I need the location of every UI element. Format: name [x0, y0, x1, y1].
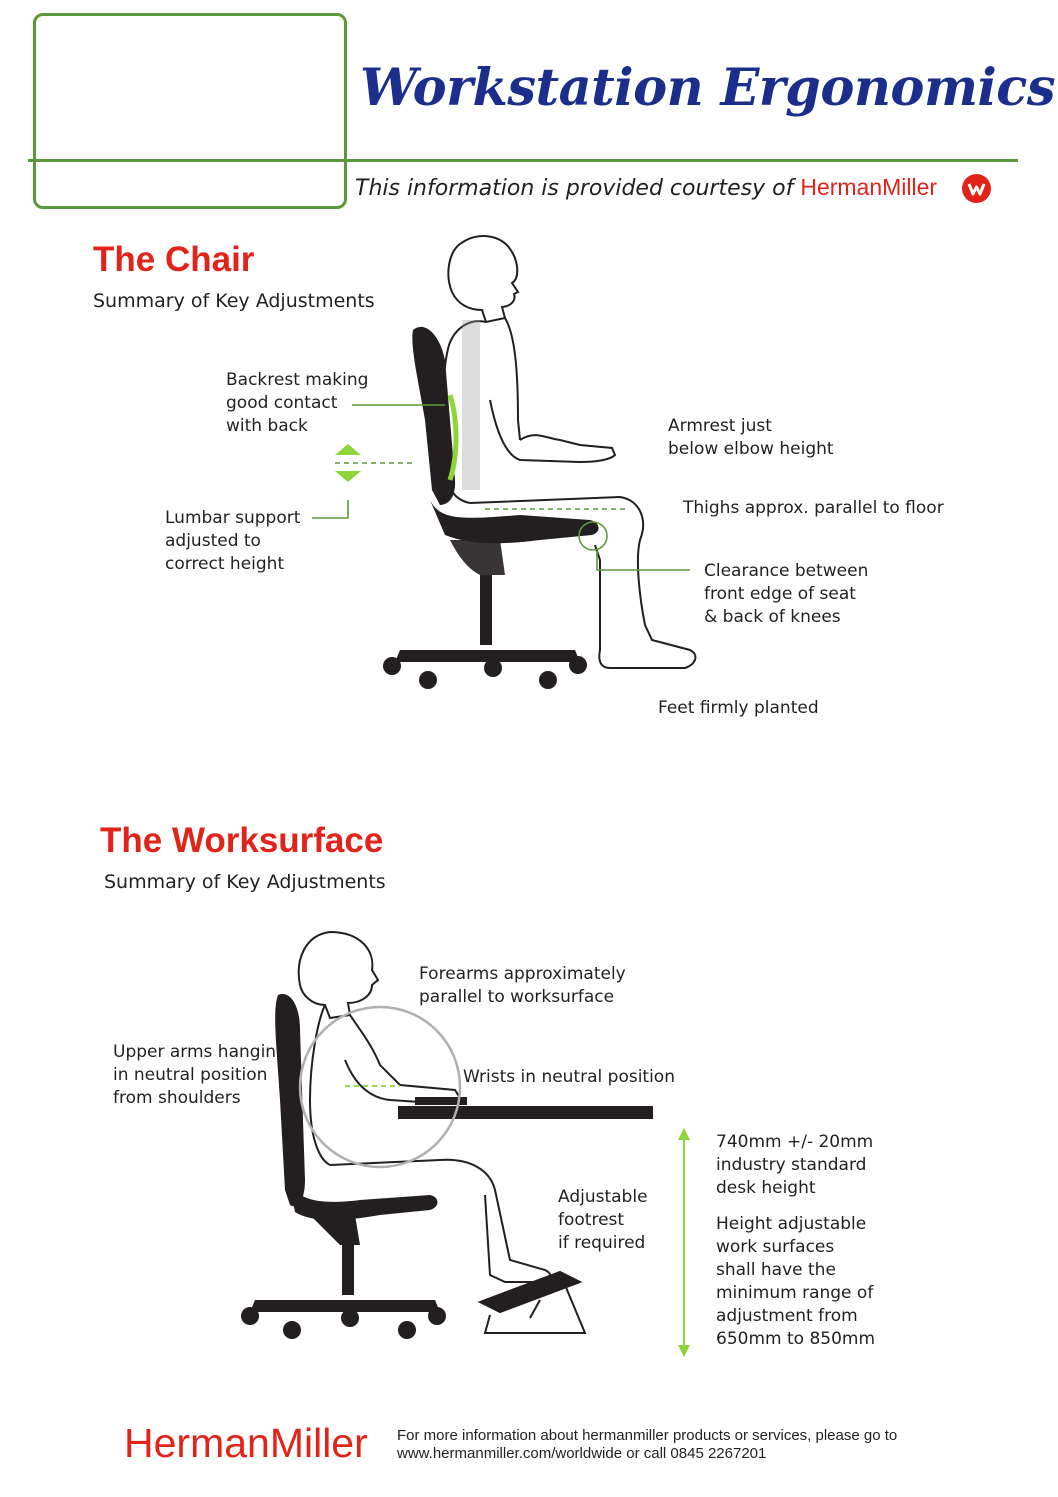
footrest-illustration: [477, 1270, 587, 1334]
chair-illustration: [383, 326, 599, 689]
chair-subheading: Summary of Key Adjustments: [93, 290, 375, 312]
adjustable-line-1: Height adjustable: [716, 1214, 867, 1234]
keyboard-shape: [415, 1097, 467, 1105]
spine-texture: [462, 320, 480, 490]
lumbar-label: Lumbar support adjusted to correct heigh…: [165, 507, 300, 576]
armrest-label: Armrest just below elbow height: [668, 415, 834, 461]
desk-surface: [398, 1106, 653, 1119]
courtesy-brand: HermanMiller: [800, 174, 938, 200]
footer-info-line-2: www.hermanmiller.com/worldwide or call 0…: [397, 1445, 767, 1462]
upper-arms-label: Upper arms hanging in neutral position f…: [113, 1041, 287, 1110]
header-rule: [28, 159, 1018, 162]
upper-arms-line-3: from shoulders: [113, 1088, 241, 1108]
armrest-line-2: below elbow height: [668, 439, 834, 459]
forearms-label: Forearms approximately parallel to works…: [419, 963, 626, 1009]
clearance-line-2: front edge of seat: [704, 584, 856, 604]
header-frame: [33, 13, 347, 209]
backrest-line-3: with back: [226, 416, 308, 436]
lumbar-line-2: adjusted to: [165, 531, 261, 551]
thighs-label: Thighs approx. parallel to floor: [683, 498, 944, 518]
adjustable-line-2: work surfaces: [716, 1237, 835, 1257]
reach-circle: [298, 1005, 462, 1169]
backrest-line-2: good contact: [226, 393, 338, 413]
clearance-line-3: & back of knees: [704, 607, 841, 627]
footer-info-line-1: For more information about hermanmiller …: [397, 1427, 898, 1444]
herman-miller-logo-icon: [962, 174, 991, 203]
footer-info: For more information about hermanmiller …: [397, 1427, 897, 1463]
backrest-line-1: Backrest making: [226, 370, 369, 390]
courtesy-text: This information is provided courtesy of: [355, 176, 794, 201]
adjustable-line-4: minimum range of: [716, 1283, 874, 1303]
desk-height-label: 740mm +/- 20mm industry standard desk he…: [716, 1131, 873, 1200]
forearms-line-1: Forearms approximately: [419, 964, 626, 984]
lumbar-arrows-icon: [335, 444, 361, 482]
upper-arms-line-1: Upper arms hanging: [113, 1042, 287, 1062]
clearance-line-1: Clearance between: [704, 561, 869, 581]
armrest-line-1: Armrest just: [668, 416, 772, 436]
lumbar-line-3: correct height: [165, 554, 285, 574]
adjustable-label: Height adjustable work surfaces shall ha…: [716, 1213, 875, 1351]
adjustable-line-3: shall have the: [716, 1260, 836, 1280]
courtesy-line: This information is provided courtesy of…: [355, 174, 937, 201]
footrest-label: Adjustable footrest if required: [558, 1186, 648, 1255]
lumbar-line-1: Lumbar support: [165, 508, 301, 528]
page-title: Workstation Ergonomics: [360, 58, 1056, 118]
forearms-line-2: parallel to worksurface: [419, 987, 615, 1007]
wrists-label: Wrists in neutral position: [463, 1067, 675, 1087]
chair-guides: [312, 394, 690, 571]
adjustable-line-5: adjustment from: [716, 1306, 858, 1326]
feet-label: Feet firmly planted: [658, 698, 819, 718]
desk-chair-illustration: [241, 994, 446, 1339]
upper-arms-line-2: in neutral position: [113, 1065, 268, 1085]
backrest-label: Backrest making good contact with back: [226, 369, 368, 438]
worksurface-subheading: Summary of Key Adjustments: [104, 871, 386, 893]
desk-height-line-3: desk height: [716, 1178, 816, 1198]
footrest-line-1: Adjustable: [558, 1187, 648, 1207]
desk-height-line-2: industry standard: [716, 1155, 867, 1175]
adjustable-line-6: 650mm to 850mm: [716, 1329, 876, 1349]
footrest-line-3: if required: [558, 1233, 646, 1253]
height-arrow-icon: [678, 1128, 690, 1357]
desk-height-line-1: 740mm +/- 20mm: [716, 1132, 874, 1152]
clearance-label: Clearance between front edge of seat & b…: [704, 560, 868, 629]
chair-heading: The Chair: [93, 240, 255, 279]
worksurface-heading: The Worksurface: [100, 821, 384, 860]
footer-brand: HermanMiller: [124, 1420, 368, 1466]
footrest-line-2: footrest: [558, 1210, 625, 1230]
